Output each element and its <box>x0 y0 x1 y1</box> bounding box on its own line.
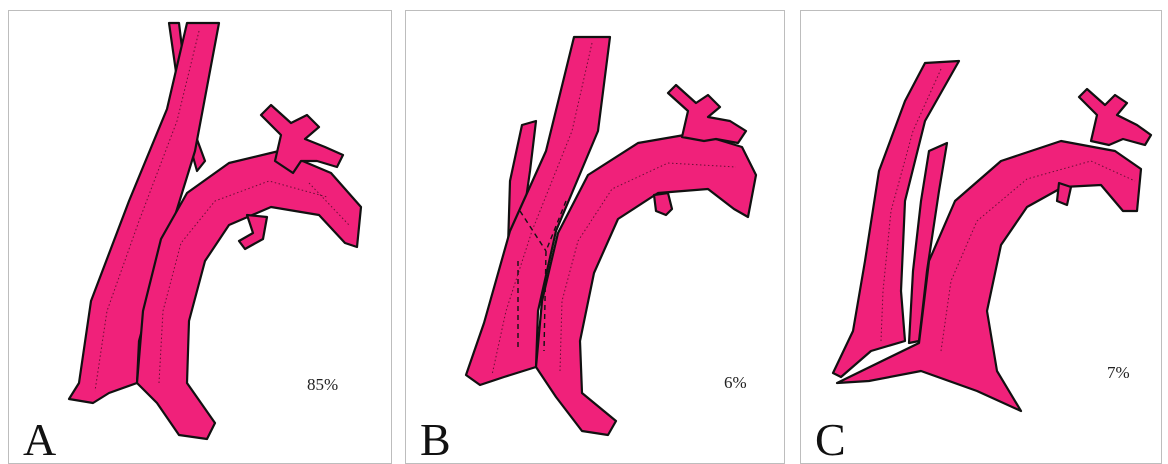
panel-a: 85% A <box>8 10 392 464</box>
panel-b: 6% B <box>405 10 785 464</box>
percentage-label: 6% <box>724 373 747 393</box>
vessel-diagram-a <box>9 11 392 464</box>
panel-letter: B <box>420 417 451 463</box>
branch-stub-b <box>654 193 672 215</box>
branches-c <box>1079 89 1151 145</box>
vessel-diagram-b <box>406 11 785 464</box>
percentage-label: 7% <box>1107 363 1130 383</box>
vessel-diagram-c <box>801 11 1162 464</box>
panel-c: 7% C <box>800 10 1162 464</box>
percentage-label: 85% <box>307 375 338 395</box>
panel-letter: A <box>23 417 56 463</box>
branches-b <box>668 85 746 143</box>
branch-stub-c <box>1057 183 1071 205</box>
panel-letter: C <box>815 417 846 463</box>
